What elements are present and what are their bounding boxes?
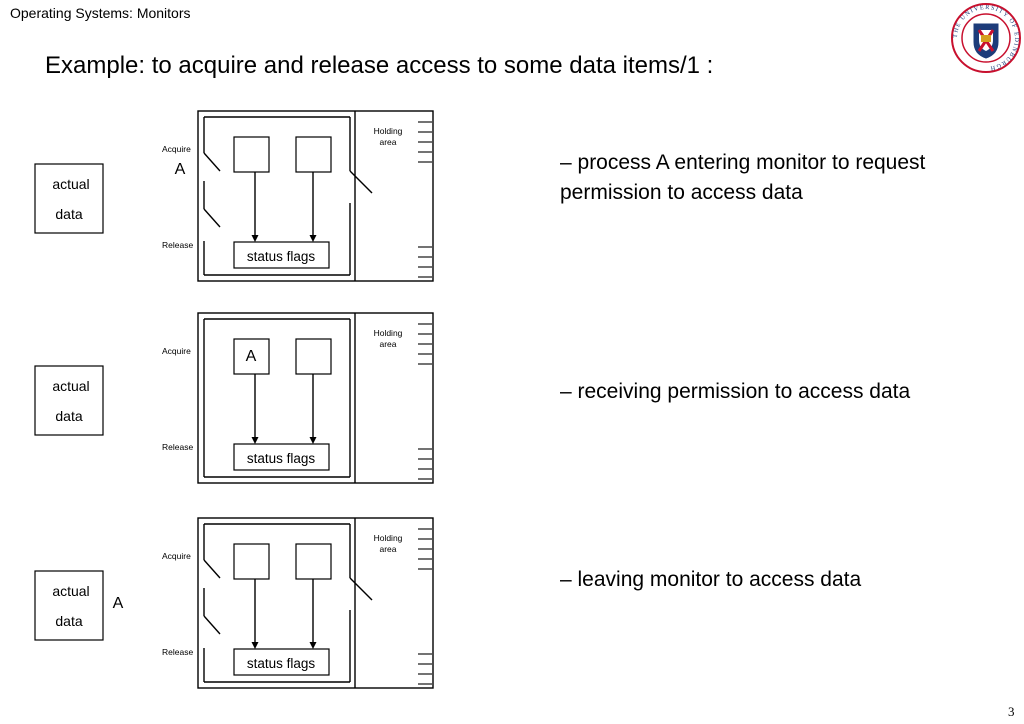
data-box-sublabel-3: data — [55, 613, 82, 629]
slot-b-arrow-1-head — [309, 235, 317, 242]
condition-slot-a-1 — [233, 136, 270, 173]
condition-slot-a-3 — [233, 543, 270, 580]
data-box-sublabel-2: data — [55, 408, 82, 424]
acquire-label-3: Acquire — [162, 551, 191, 561]
process-a-2: A — [246, 348, 257, 365]
acquire-door-3 — [203, 559, 221, 579]
status-flags-label-2: status flags — [247, 451, 316, 466]
slot-b-arrow-3-head — [309, 642, 317, 649]
data-box-label-2: actual — [52, 378, 89, 394]
condition-slot-b-3 — [295, 543, 332, 580]
slot-a-arrow-2-head — [251, 437, 259, 444]
data-box-3 — [34, 570, 104, 641]
slot-b-arrow-2 — [309, 374, 317, 444]
panel-2-description: – receiving permission to access data — [560, 380, 911, 403]
data-box-label-1: actual — [52, 176, 89, 192]
holding-door-3 — [349, 577, 373, 601]
slot-b-arrow-1 — [309, 172, 317, 242]
holding-area-label-2: area — [379, 339, 396, 349]
data-box-label-3: actual — [52, 583, 89, 599]
process-a-1: A — [175, 161, 186, 178]
holding-area-label-3: area — [379, 544, 396, 554]
status-flags-box-1 — [233, 241, 330, 269]
status-flags-box-3 — [233, 648, 330, 676]
acquire-label-2: Acquire — [162, 346, 191, 356]
process-a-3: A — [113, 595, 124, 612]
holding-label-2: Holding — [374, 328, 403, 338]
slot-a-arrow-1 — [251, 172, 259, 242]
monitor-outer-3 — [197, 517, 434, 689]
data-box-1 — [34, 163, 104, 234]
release-door-1 — [203, 208, 221, 228]
status-flags-box-2 — [233, 443, 330, 471]
slot-a-arrow-1-head — [251, 235, 259, 242]
holding-area-label-1: area — [379, 137, 396, 147]
slot-a-arrow-2 — [251, 374, 259, 444]
university-crest-icon: THE UNIVERSITY OF EDINBURGH — [951, 3, 1021, 73]
header-title: Operating Systems: Monitors — [10, 5, 191, 21]
release-label-3: Release — [162, 647, 193, 657]
condition-slot-b-1 — [295, 136, 332, 173]
slot-a-arrow-3-head — [251, 642, 259, 649]
status-flags-label-1: status flags — [247, 249, 316, 264]
holding-label-3: Holding — [374, 533, 403, 543]
slot-b-arrow-3 — [309, 579, 317, 649]
monitor-outer-1 — [197, 110, 434, 282]
release-label-2: Release — [162, 442, 193, 452]
acquire-label-1: Acquire — [162, 144, 191, 154]
slot-b-arrow-2-head — [309, 437, 317, 444]
condition-slot-b-2 — [295, 338, 332, 375]
panel-3-description: – leaving monitor to access data — [560, 568, 862, 591]
release-door-3 — [203, 615, 221, 635]
slide-title: Example: to acquire and release access t… — [45, 52, 714, 79]
status-flags-label-3: status flags — [247, 656, 316, 671]
page-number: 3 — [1008, 704, 1015, 719]
data-box-2 — [34, 365, 104, 436]
panel-1-description: – process A entering monitor to request … — [560, 151, 926, 204]
holding-label-1: Holding — [374, 126, 403, 136]
monitor-outer-2 — [197, 312, 434, 484]
slot-a-arrow-3 — [251, 579, 259, 649]
data-box-sublabel-1: data — [55, 206, 82, 222]
release-label-1: Release — [162, 240, 193, 250]
acquire-door-1 — [203, 152, 221, 172]
condition-slot-a-2 — [233, 338, 270, 375]
holding-door-1 — [349, 170, 373, 194]
